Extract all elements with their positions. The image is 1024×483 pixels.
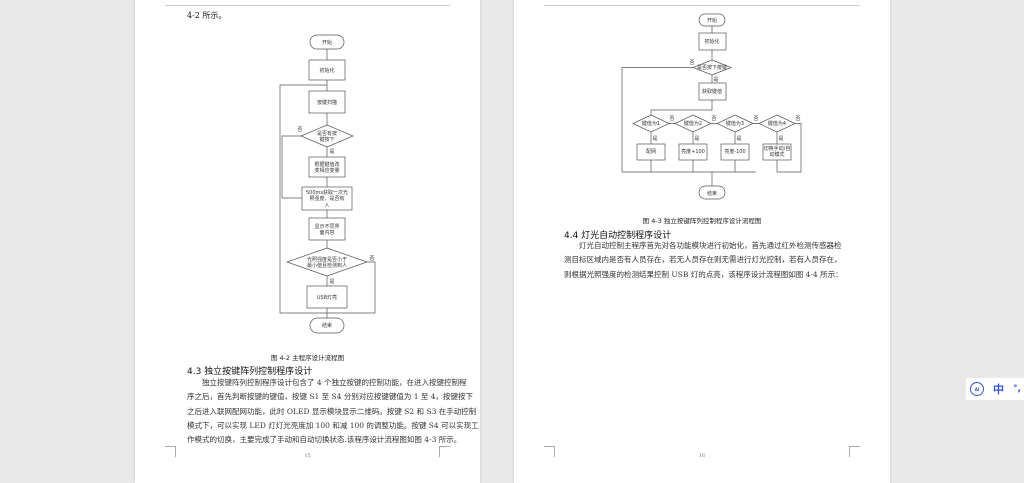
init-node: 初始化 <box>319 67 334 74</box>
text-line: 则根据光照强度的检测结果控制 USB 灯的点亮，该程序设计流程图如图 4-4 所… <box>564 269 843 279</box>
yes-label: 是 <box>329 279 334 285</box>
decision-label: 键值为1 <box>642 120 660 127</box>
page-header <box>544 0 860 6</box>
get-key-node: 获取键值 <box>702 88 722 95</box>
usb-node: USB灯亮 <box>317 294 337 301</box>
ime-language-toggle[interactable]: 中 <box>993 383 1004 396</box>
sample-node: 500ms获取一次光 <box>306 189 348 196</box>
connector <box>734 123 759 172</box>
page-number: 16 <box>698 453 706 459</box>
show-node: 面内容 <box>319 229 334 236</box>
text-line: 模式下，可以实现 LED 灯灯光亮度加 100 和减 100 的调整功能。按键 … <box>187 420 479 430</box>
page-header <box>165 0 450 6</box>
decision-key-pressed: 键按下 <box>319 136 334 143</box>
no-label: 否 <box>795 116 800 122</box>
no-label: 否 <box>297 127 302 133</box>
figure-caption: 图 4-2 主程序设计流程图 <box>270 354 345 362</box>
show-node: 显示不同界 <box>314 224 339 230</box>
scan-node: 按键扫描 <box>317 99 337 106</box>
figure-caption: 图 4-3 独立按键阵列控制程序设计流程图 <box>642 217 762 225</box>
decision-label: 键值为3 <box>726 120 744 127</box>
page-number: 15 <box>304 453 311 459</box>
decision-key-pressed: 是否有按 <box>317 130 337 137</box>
punctuation-icon[interactable]: °, <box>1013 384 1021 394</box>
ime-toolbar[interactable]: AI 中 °, <box>966 378 1024 400</box>
text-line: 4-2 所示。 <box>187 11 227 20</box>
text-line: 作模式的切换，主要完成了手动和自动切换状态.该程序设计流程图如图 4-3 所示。 <box>187 435 462 445</box>
start-node: 开始 <box>322 39 332 46</box>
connector <box>776 123 802 173</box>
decision-key-pressed: 是否按下按键 <box>697 64 727 71</box>
no-label: 否 <box>669 116 674 122</box>
yes-label: 是 <box>736 136 741 142</box>
text-line: 灯光自动控制主程序首先对各功能模块进行初始化，首先通过红外检测传感器检 <box>579 241 842 250</box>
document-page-15: 4-2 所示。 开始 初始化 按键扫描 是否有按 键按下 根据键值改 变相应变量… <box>135 0 480 483</box>
yes-label: 是 <box>329 149 334 155</box>
text-line: 之后进入联网配网功能，此时 OLED 显示模块显示二维码。按键 S2 和 S3 … <box>187 406 477 416</box>
decision-label: 键值为4 <box>768 120 786 127</box>
text-line: 测目标区域内是否有人员存在，若无人员存在则无需进行灯光控制，若有人员存在， <box>564 255 842 265</box>
yes-label: 是 <box>694 136 699 142</box>
connector <box>650 123 675 172</box>
text-line: 序之后，首先判断按键的键值，按键 S1 至 S4 分别对应按键键值为 1 至 4… <box>187 392 474 402</box>
decision-light: 光照强度是否小于 <box>307 256 347 263</box>
no-label: 否 <box>689 60 694 66</box>
section-heading: 4.4 灯光自动控制程序设计 <box>564 231 672 241</box>
start-node: 开始 <box>707 17 717 24</box>
decision-light: 最小值且检测到人 <box>307 262 347 269</box>
end-node: 结束 <box>707 190 717 197</box>
end-node: 结束 <box>322 322 332 329</box>
action-label: 亮度+100 <box>681 148 705 155</box>
main-flowchart: 开始 初始化 按键扫描 是否有按 键按下 根据键值改 变相应变量 500ms获取… <box>279 34 376 334</box>
action-label: 配网 <box>646 149 656 155</box>
no-label: 否 <box>753 116 758 122</box>
action-label: 动模式 <box>769 151 784 158</box>
paragraph: 独立按键阵列控制程序设计包含了 4 个独立按键的控制功能，在进入按键控制程 序之… <box>187 376 479 447</box>
no-label: 否 <box>369 256 374 262</box>
sample-node: 人 <box>324 203 329 209</box>
init-node: 初始化 <box>704 38 719 45</box>
key-flowchart: 键值为1是否配网键值为2是否亮度+100键值为3是否亮度-100键值为4是否切换… <box>621 13 802 200</box>
paragraph: 灯光自动控制主程序首先对各功能模块进行初始化，首先通过红外检测传感器检 测目标区… <box>564 239 864 282</box>
set-node: 根据键值改 <box>314 161 339 168</box>
yes-label: 是 <box>652 136 657 142</box>
connector <box>692 123 717 172</box>
section-heading: 4.3 独立按键阵列控制程序设计 <box>187 367 313 377</box>
assistant-icon[interactable]: AI <box>970 382 984 396</box>
set-node: 变相应变量 <box>314 167 339 174</box>
sample-node: 照强度、是否有 <box>309 195 344 202</box>
no-label: 否 <box>711 116 716 122</box>
action-label: 亮度-100 <box>724 148 745 155</box>
decision-label: 键值为2 <box>684 120 702 127</box>
yes-label: 是 <box>713 77 718 83</box>
text-line: 独立按键阵列控制程序设计包含了 4 个独立按键的控制功能，在进入按键控制程 <box>202 378 467 387</box>
yes-label: 是 <box>778 136 783 142</box>
action-label: 切换手动/自 <box>764 145 791 152</box>
